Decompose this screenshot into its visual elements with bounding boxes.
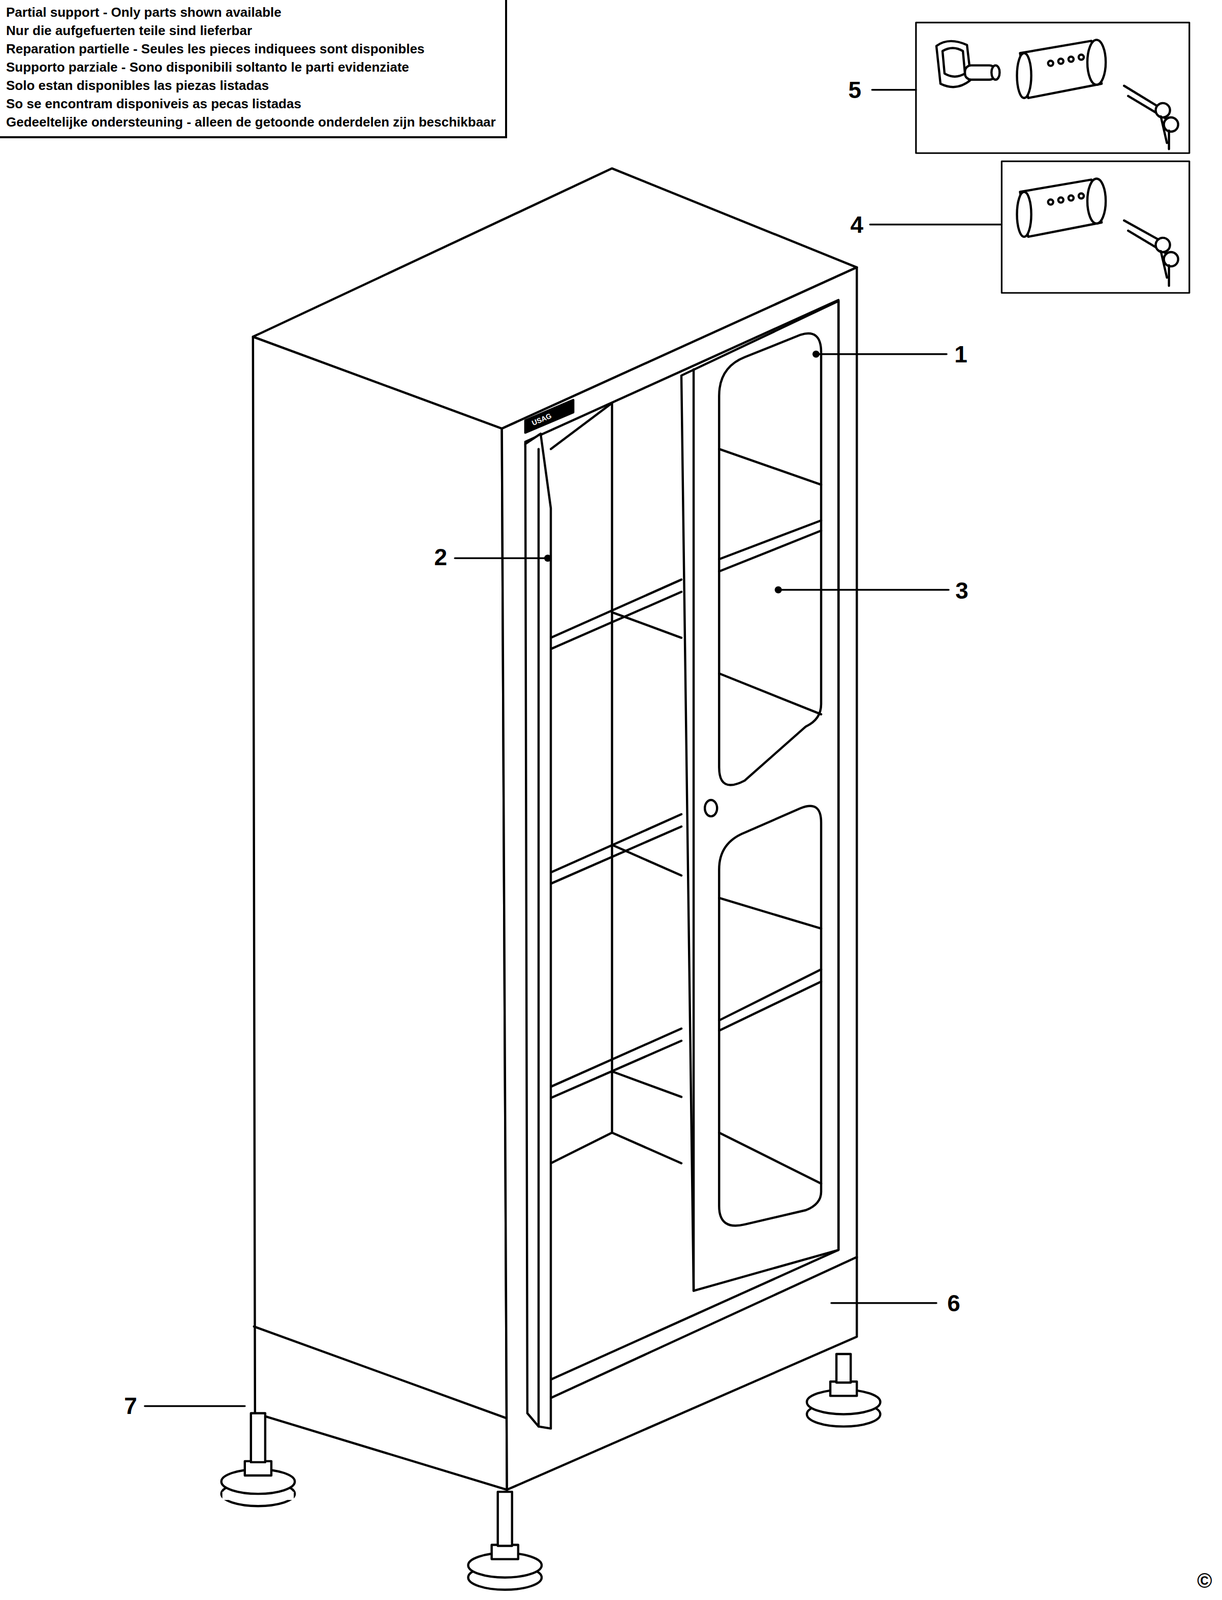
note-text: Solo estan disponibles las piezas listad…: [6, 76, 498, 95]
callout-number: 6: [947, 1291, 961, 1315]
copyright-mark: ©: [1197, 1570, 1212, 1591]
note-text: Nur die aufgefuerten teile sind lieferba…: [6, 21, 498, 40]
part-box: [1001, 161, 1189, 293]
leader-lines: [144, 89, 1002, 1406]
lock-set: [936, 39, 1179, 149]
callout-number: 1: [954, 342, 968, 366]
callout-number: 2: [433, 545, 448, 569]
callout-number: 3: [955, 578, 969, 603]
part-box: [916, 22, 1190, 153]
note-text: Supporto parziale - Sono disponibili sol…: [6, 57, 498, 77]
note-text: Partial support - Only parts shown avail…: [6, 3, 498, 22]
callout-number: 4: [850, 212, 864, 237]
note-text: Gedeeltelijke ondersteuning - alleen de …: [6, 112, 498, 132]
callout-number: 5: [848, 78, 862, 102]
note-text: Reparation partielle - Seules les pieces…: [6, 39, 498, 58]
cabinet: [253, 168, 857, 1490]
lock-cylinder: [1016, 178, 1178, 286]
note-text: So se encontram disponiveis as pecas lis…: [6, 94, 498, 113]
callout-number: 7: [123, 1393, 138, 1418]
note-box: Partial support - Only parts shown avail…: [0, 0, 508, 139]
leveling-feet: [221, 1353, 881, 1590]
